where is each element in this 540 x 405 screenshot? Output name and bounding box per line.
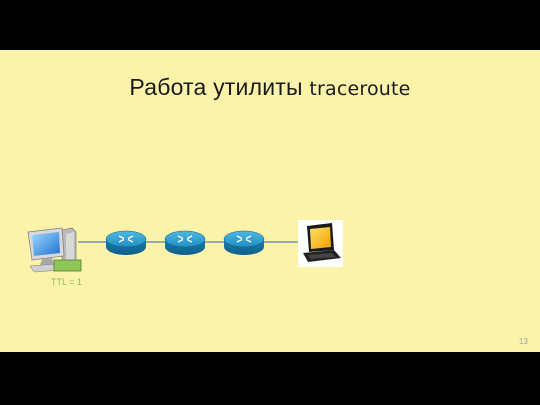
router-2 [164,230,206,255]
network-diagram [27,220,343,273]
bottom-letterbox [0,352,540,405]
top-letterbox [0,0,540,50]
title-main: Работа утилиты [129,74,303,100]
title-command: traceroute [309,78,411,100]
router-3 [223,230,265,255]
laptop-computer-icon [298,220,343,267]
packet-ttl-label: TTL = 1 [51,277,82,287]
slide-title: Работа утилиты traceroute [0,74,540,101]
router-1 [105,230,147,255]
slide: Работа утилиты traceroute [0,50,540,352]
page-number: 13 [519,337,528,346]
packet-icon [53,259,82,272]
